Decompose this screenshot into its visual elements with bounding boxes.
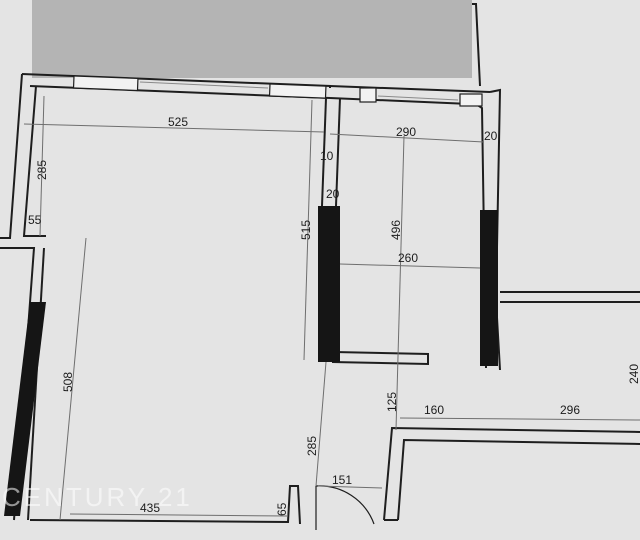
- dim-top-left-width: 525: [168, 115, 188, 129]
- watermark-brand: CENTURY 21: [2, 482, 193, 512]
- dim-bottom-return: 65: [275, 502, 289, 516]
- column-right: [480, 210, 498, 366]
- dim-room-width: 260: [398, 251, 418, 265]
- dim-corridor-right: 296: [560, 403, 580, 417]
- column-middle: [318, 206, 340, 362]
- top-windows: [72, 75, 483, 107]
- dim-left-upper-height: 285: [35, 160, 49, 180]
- dim-left-room-height: 508: [61, 372, 75, 392]
- dim-partition-gap: 10: [320, 149, 334, 163]
- column-left: [4, 302, 46, 516]
- dim-right-edge-height: 240: [627, 364, 640, 384]
- window-glazing: [139, 81, 459, 101]
- dim-corridor-left: 160: [424, 403, 444, 417]
- dim-partition-height: 515: [299, 220, 313, 240]
- dim-lower-height: 285: [305, 436, 319, 456]
- dimension-lines: [23, 95, 640, 521]
- dim-left-offset: 55: [28, 213, 42, 227]
- dimension-labels: 525 290 285 10 20 20 55 515 496 260 508 …: [28, 115, 640, 516]
- balcony-area: [32, 0, 472, 78]
- dim-stub-offset: 125: [385, 392, 399, 412]
- dim-right-wall-width: 20: [484, 129, 498, 143]
- dim-bottom-width: 435: [140, 501, 160, 515]
- dim-column-width: 20: [326, 187, 340, 201]
- dim-door-width: 151: [332, 473, 352, 487]
- dim-room-height: 496: [389, 220, 403, 240]
- columns: [4, 206, 498, 516]
- dim-top-right-width: 290: [396, 125, 416, 139]
